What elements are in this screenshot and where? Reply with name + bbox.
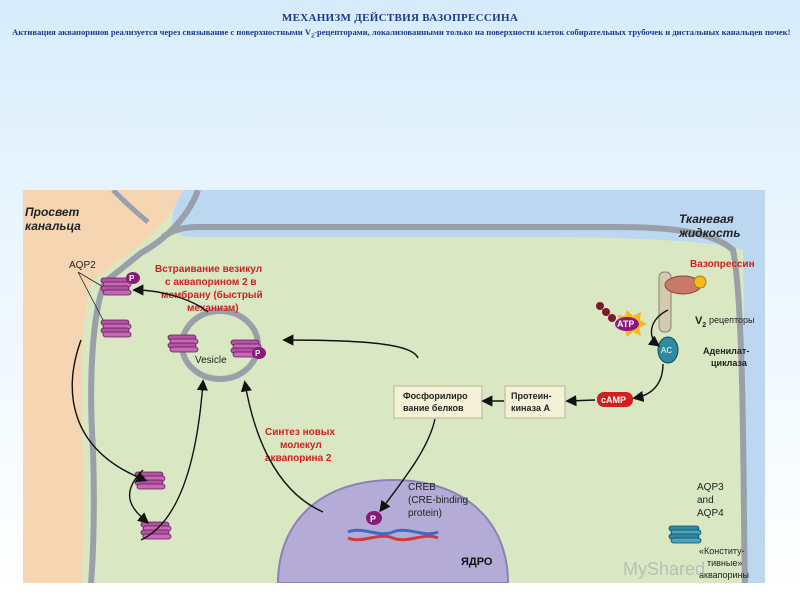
- atp-molecule: [596, 302, 647, 337]
- pka-label-2: киназа А: [511, 403, 550, 413]
- synthesis-label-2: молекул: [280, 440, 322, 451]
- creb-label-2: (CRE-binding: [408, 495, 468, 506]
- insertion-label-1: Встраивание везикул: [155, 264, 262, 275]
- insertion-label-3: мембрану (быстрый: [161, 289, 263, 301]
- vesicle-label: Vesicle: [195, 355, 227, 366]
- constitutive-label-2: тивные»: [707, 558, 742, 568]
- aqp2-channel-top: [100, 277, 132, 296]
- tight-junction: [111, 188, 150, 224]
- ac-label: AC: [661, 346, 672, 355]
- page-title: МЕХАНИЗМ ДЕЙСТВИЯ ВАЗОПРЕССИНА: [281, 12, 519, 24]
- vasopressin-label: Вазопрессин: [690, 259, 755, 270]
- creb-p-text: P: [370, 514, 376, 524]
- synthesis-label-1: Синтез новых: [265, 427, 335, 438]
- adenylate-label-2: циклаза: [711, 358, 748, 368]
- tubule-lumen: [23, 190, 183, 583]
- aqp2-channel-mid: [100, 319, 132, 338]
- constitutive-label-1: «Конститу-: [699, 546, 745, 556]
- phospho-label-1: Фосфорилиро: [403, 391, 468, 401]
- aqp34-label-1: AQP3: [697, 482, 724, 493]
- v2-label: V2: [695, 315, 706, 329]
- insertion-label-2: с аквапорином 2 в: [165, 277, 257, 288]
- pka-box: [504, 385, 566, 419]
- page-subtitle: Активация аквапоринов реализуется через …: [12, 27, 791, 40]
- pathway-arrows: [71, 284, 669, 541]
- vasopressin-diagram: ЯДРО P CREB (CRE-binding protein) Просве…: [23, 188, 766, 584]
- camp-badge: [597, 392, 633, 407]
- creb-p-badge: [366, 511, 382, 525]
- aqp34-channel: [668, 525, 702, 544]
- nucleus-label: ЯДРО: [461, 556, 493, 568]
- vesicle-aqp2-left: [167, 334, 199, 353]
- atp-label: ATP: [617, 319, 634, 329]
- lumen-label-2: канальца: [25, 219, 81, 233]
- insertion-label-4: механизм): [187, 303, 239, 314]
- constitutive-label-3: аквапорины: [699, 570, 749, 580]
- watermark: MyShared: [623, 559, 705, 579]
- pka-label-1: Протеин-: [511, 391, 552, 401]
- aqp2-p-text: P: [129, 274, 135, 283]
- basolateral-membrane: [161, 224, 748, 584]
- vesicle-p-badge: [252, 347, 266, 359]
- creb-label-3: protein): [408, 508, 442, 519]
- synthesis-label-3: аквапорина 2: [265, 453, 332, 464]
- creb-label-1: CREB: [408, 482, 436, 493]
- adenylate-label-1: Аденилат-: [703, 346, 749, 356]
- diagram-panel: ЯДРО P CREB (CRE-binding protein) Просве…: [23, 188, 766, 584]
- dna-strand: [347, 528, 439, 542]
- receptors-label: рецепторы: [709, 315, 754, 325]
- aqp34-label-3: AQP4: [697, 508, 724, 519]
- aqp34-label-2: and: [697, 495, 714, 506]
- lumen-label-1: Просвет: [25, 205, 80, 219]
- tissue-label-2: жидкость: [678, 226, 740, 240]
- aqp2-label: AQP2: [69, 260, 96, 271]
- v2-receptor: [658, 271, 707, 333]
- aqp2-p-badge: [126, 272, 140, 284]
- phospho-label-2: вание белков: [403, 403, 464, 413]
- adenylate-cyclase: [657, 336, 679, 364]
- tissue-label-1: Тканевая: [679, 212, 734, 226]
- vesicle-p-text: P: [255, 349, 261, 358]
- camp-label: cAMP: [601, 395, 626, 405]
